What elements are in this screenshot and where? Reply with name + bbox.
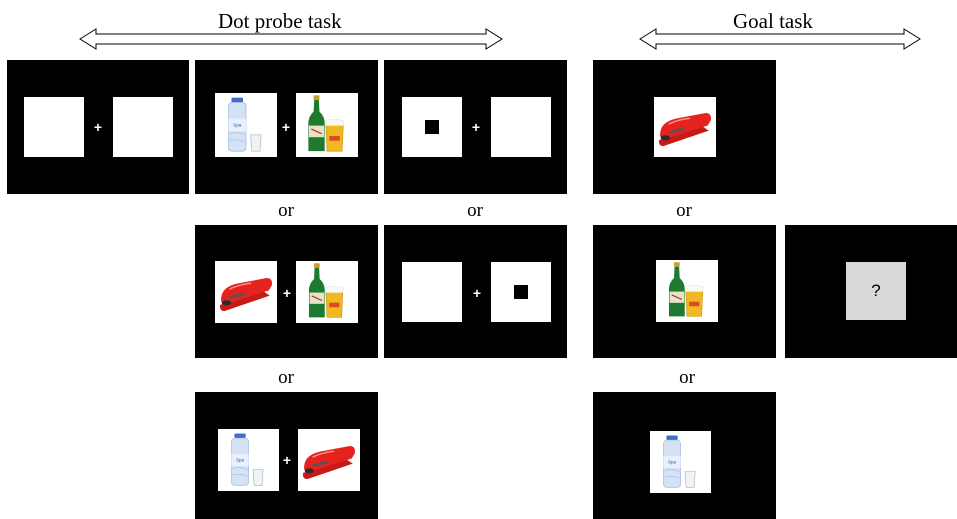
fixation-cross: + [93,119,103,135]
question-box: ? [846,262,906,320]
beer-icon [308,262,344,318]
stapler-picture [298,429,360,491]
stapler-icon [302,445,356,480]
probe-dot [425,120,439,134]
stapler-icon [658,112,712,147]
or-separator: or [467,200,483,221]
goal-task-label: Goal task [733,9,813,33]
cue-screen-water-stapler: + [195,392,378,519]
goal-beer-screen [593,225,776,358]
right-blank-box [113,97,173,157]
probe-dot [514,285,528,299]
or-separator: or [278,367,294,388]
dot-probe-span-arrow [79,28,503,50]
fixation-screen: + [7,60,189,194]
cue-screen-stapler-beer: + [195,225,378,358]
right-probe-box [491,262,551,322]
water-picture [218,429,279,491]
beer-picture [296,93,358,157]
left-probe-box [402,97,462,157]
beer-icon [668,261,704,317]
stapler-picture [654,97,716,157]
probe-left-screen: + [384,60,567,194]
goal-water-screen [593,392,776,519]
right-blank-box [491,97,551,157]
or-separator: or [676,200,692,221]
stapler-icon [219,277,273,312]
question-mark: ? [871,281,881,300]
left-blank-box [402,262,462,322]
beer-picture [656,260,718,322]
fixation-cross: + [282,285,292,301]
stapler-picture [215,261,277,323]
goal-task-span-arrow [639,28,921,50]
fixation-cross: + [472,285,482,301]
or-separator: or [278,200,294,221]
beer-picture [296,261,358,323]
goal-question-screen: ? [785,225,957,358]
cue-screen-water-beer: + [195,60,378,194]
water-picture [215,93,277,157]
beer-icon [307,94,345,152]
or-separator: or [679,367,695,388]
fixation-cross: + [282,452,292,468]
fixation-cross: + [471,119,481,135]
water-bottle-icon [228,97,262,152]
water-picture [650,431,711,493]
water-bottle-icon [231,433,264,486]
water-bottle-icon [663,435,696,488]
dot-probe-task-label: Dot probe task [218,9,342,33]
fixation-cross: + [281,119,291,135]
left-blank-box [24,97,84,157]
goal-stapler-screen [593,60,776,194]
probe-right-screen: + [384,225,567,358]
